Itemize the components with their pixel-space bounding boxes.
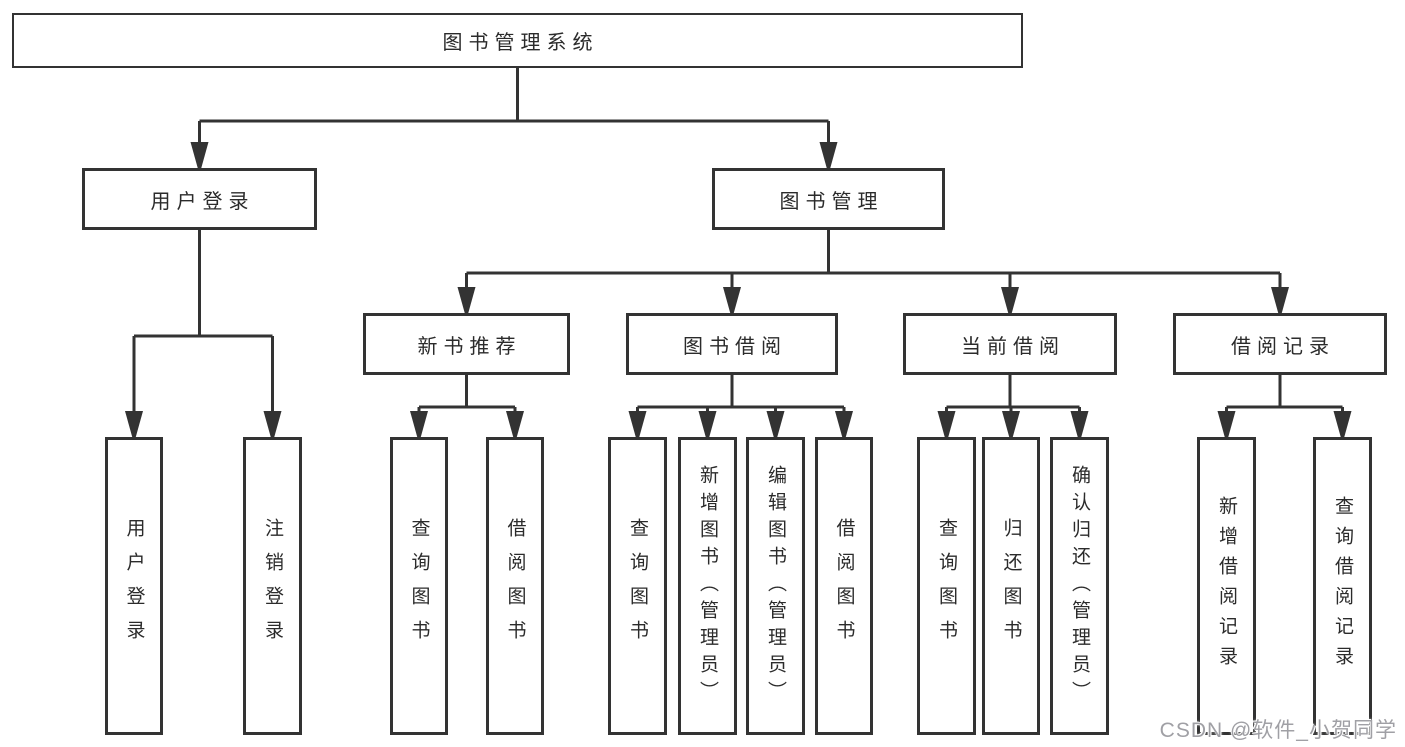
leaf-current-return-books: 归还图书: [982, 437, 1040, 735]
node-current-borrow: 当前借阅: [903, 313, 1117, 375]
leaf-borrow-add-books-admin: 新增图书（管理员）: [678, 437, 737, 735]
node-root: 图书管理系统: [12, 13, 1023, 68]
leaf-records-query-record: 查询借阅记录: [1313, 437, 1372, 735]
leaf-borrow-query-books: 查询图书: [608, 437, 667, 735]
leaf-recommend-borrow-books: 借阅图书: [486, 437, 544, 735]
leaf-recommend-query-books: 查询图书: [390, 437, 448, 735]
leaf-borrow-borrow-books: 借阅图书: [815, 437, 873, 735]
node-new-book-recommend: 新书推荐: [363, 313, 570, 375]
leaf-user-login: 用户登录: [105, 437, 163, 735]
node-borrow-records: 借阅记录: [1173, 313, 1387, 375]
node-book-management: 图书管理: [712, 168, 945, 230]
leaf-current-query-books: 查询图书: [917, 437, 976, 735]
leaf-logout: 注销登录: [243, 437, 302, 735]
node-book-borrow: 图书借阅: [626, 313, 838, 375]
leaf-borrow-edit-books-admin: 编辑图书（管理员）: [746, 437, 805, 735]
node-user-login-branch: 用户登录: [82, 168, 317, 230]
leaf-records-add-record: 新增借阅记录: [1197, 437, 1256, 735]
arrowheads: [125, 142, 1352, 438]
leaf-current-confirm-return-admin: 确认归还（管理员）: [1050, 437, 1109, 735]
watermark: CSDN @软件_小贺同学: [1159, 719, 1397, 742]
